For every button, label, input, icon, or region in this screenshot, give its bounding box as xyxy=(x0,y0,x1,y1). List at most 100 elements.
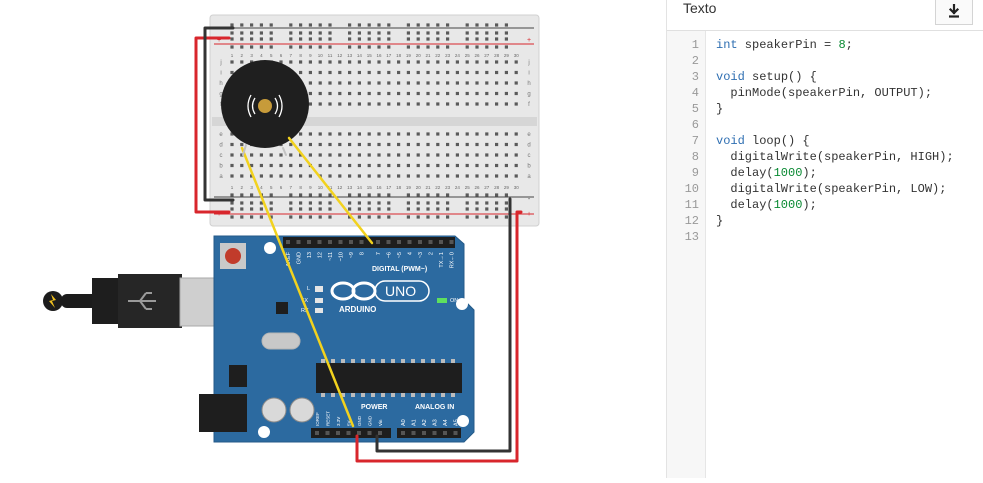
rail-hole xyxy=(240,207,244,211)
rail-hole xyxy=(504,193,508,197)
rail-hole xyxy=(406,215,410,219)
header-pin[interactable] xyxy=(428,240,433,244)
line-number: 8 xyxy=(691,150,699,164)
rail-hole xyxy=(485,215,489,219)
wire-black-gnd[interactable] xyxy=(375,197,512,453)
column-label-bottom: 7 xyxy=(290,185,293,190)
rail-hole xyxy=(357,23,361,27)
header-pin[interactable] xyxy=(359,240,364,244)
reset-button[interactable] xyxy=(225,248,241,264)
breadboard-hole xyxy=(269,163,273,168)
breadboard-hole xyxy=(357,102,361,106)
header-pin[interactable] xyxy=(439,240,443,244)
rail-hole xyxy=(495,201,499,205)
header-pin[interactable] xyxy=(453,431,458,435)
rail-hole xyxy=(318,215,322,219)
code-line: int speakerPin = 8; xyxy=(716,38,853,52)
header-pin[interactable] xyxy=(357,431,361,435)
header-pin[interactable] xyxy=(325,431,330,435)
rail-hole xyxy=(250,37,254,41)
header-pin[interactable] xyxy=(286,240,290,244)
rail-hole xyxy=(485,45,489,49)
breadboard-hole xyxy=(348,142,352,147)
breadboard-hole xyxy=(357,142,361,147)
rail-hole xyxy=(475,215,479,219)
breadboard-hole xyxy=(426,102,430,106)
header-pin[interactable] xyxy=(401,431,405,435)
breadboard-hole xyxy=(328,70,332,75)
code-token: speakerPin = xyxy=(737,38,839,52)
column-label-bottom: 26 xyxy=(474,185,480,190)
breadboard-hole xyxy=(240,142,244,147)
rail-hole xyxy=(416,201,420,205)
rail-hole xyxy=(475,45,479,49)
header-pin[interactable] xyxy=(386,240,391,244)
header-pin[interactable] xyxy=(411,431,416,435)
digital-pin-label: AREF xyxy=(286,251,292,266)
header-pin[interactable] xyxy=(315,431,319,435)
breadboard-hole xyxy=(338,153,342,157)
column-label-bottom: 17 xyxy=(386,185,392,190)
breadboard-hole xyxy=(367,132,371,136)
header-pin[interactable] xyxy=(336,431,340,435)
breadboard-hole xyxy=(387,60,391,64)
wire-red-left[interactable] xyxy=(194,36,231,214)
header-pin[interactable] xyxy=(397,240,401,244)
wire-yellow-gnd[interactable] xyxy=(240,146,355,428)
breadboard-hole xyxy=(348,132,352,136)
breadboard-hole xyxy=(475,81,479,85)
rail-hole xyxy=(504,45,508,49)
header-pin[interactable] xyxy=(422,431,426,435)
header-pin[interactable] xyxy=(349,240,353,244)
rail-hole xyxy=(308,45,312,49)
wires[interactable] xyxy=(194,26,523,463)
header-pin[interactable] xyxy=(367,431,372,435)
header-pin[interactable] xyxy=(338,240,343,244)
column-label-bottom: 11 xyxy=(328,185,333,190)
header-pin[interactable] xyxy=(418,240,422,244)
header-pin[interactable] xyxy=(307,240,311,244)
wire-black-left[interactable] xyxy=(203,26,235,202)
code-line: delay(1000); xyxy=(716,166,816,180)
rail-hole xyxy=(299,31,303,35)
header-pin[interactable] xyxy=(346,431,351,435)
buzzer-center xyxy=(258,99,272,113)
rail-hole xyxy=(387,215,391,219)
breadboard-hole xyxy=(416,153,420,157)
wire-red-5v[interactable] xyxy=(355,210,523,463)
header-pin[interactable] xyxy=(376,240,380,244)
header-pin[interactable] xyxy=(432,431,437,435)
rail-hole xyxy=(475,23,479,27)
wire-yellow-pin8[interactable] xyxy=(287,136,374,245)
breadboard-hole xyxy=(367,60,371,64)
row-label: g xyxy=(527,92,530,98)
column-label-bottom: 19 xyxy=(406,185,412,190)
breadboard-hole xyxy=(318,91,322,96)
header-pin[interactable] xyxy=(328,240,332,244)
header-pin[interactable] xyxy=(378,431,382,435)
breadboard-hole xyxy=(367,174,371,178)
header-pin[interactable] xyxy=(407,240,412,244)
breadboard-hole xyxy=(416,70,420,75)
breadboard-hole xyxy=(426,81,430,85)
circuit-diagram[interactable]: 1122334455667788991010111112121313141415… xyxy=(0,0,666,478)
breadboard-hole xyxy=(446,132,450,136)
breadboard-hole xyxy=(367,153,371,157)
breadboard-hole xyxy=(259,153,263,157)
digital-pin-label: 2 xyxy=(429,252,435,255)
piezo-buzzer[interactable] xyxy=(221,60,309,148)
download-button[interactable] xyxy=(935,0,973,25)
breadboard[interactable]: 1122334455667788991010111112121313141415… xyxy=(209,14,540,227)
header-pin[interactable] xyxy=(317,240,322,244)
breadboard-hole xyxy=(250,174,254,178)
chip-pin xyxy=(391,359,395,363)
header-pin[interactable] xyxy=(296,240,301,244)
header-pin[interactable] xyxy=(443,431,447,435)
breadboard-hole xyxy=(416,163,420,168)
column-label-bottom: 20 xyxy=(416,185,422,190)
breadboard-hole xyxy=(259,174,263,178)
header-pin[interactable] xyxy=(449,240,454,244)
